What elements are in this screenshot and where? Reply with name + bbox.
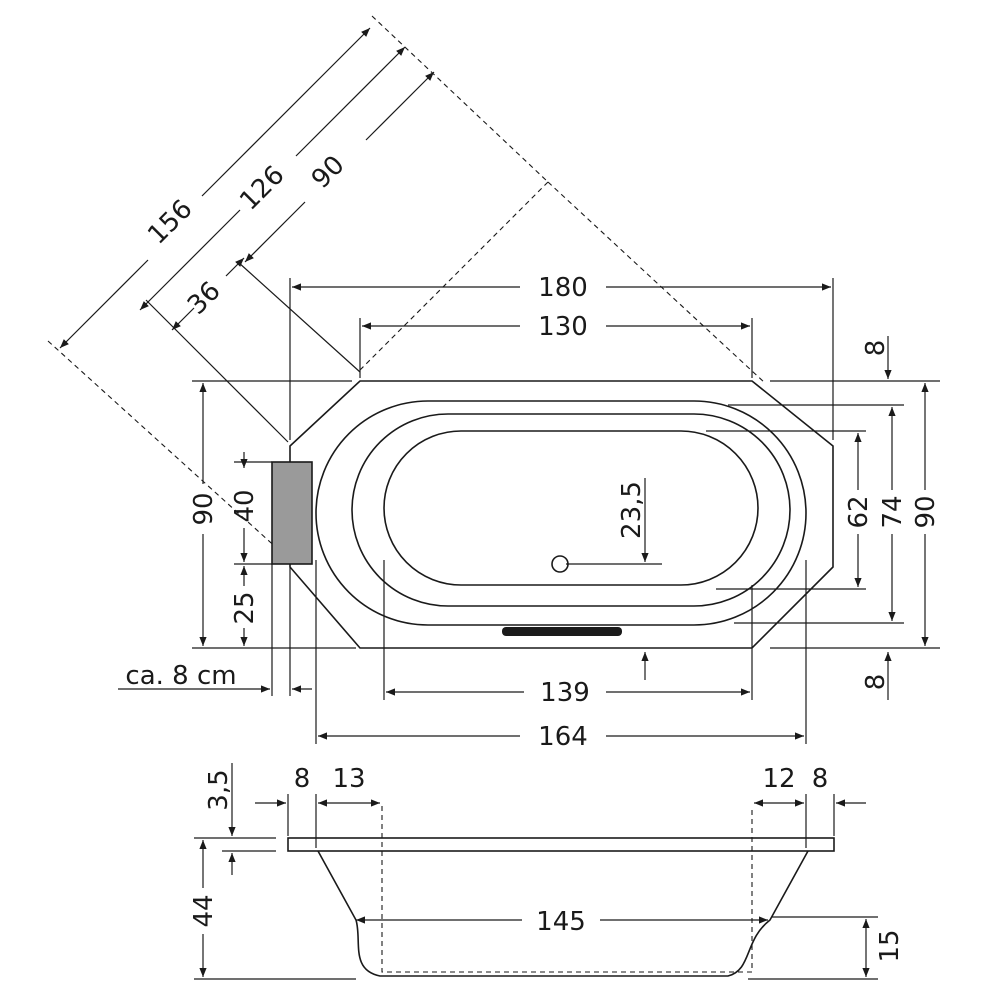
dim-13-label: 13 [332,764,365,794]
dim-126-label: 126 [234,160,290,216]
tub-rim-section [287,837,835,852]
headrest [271,461,313,565]
dim-74-label: 74 [878,495,908,528]
dim-12-label: 12 [762,764,795,794]
overflow-bar [502,627,622,636]
dim-15-label: 15 [875,929,905,962]
corner-dash-line [47,340,291,561]
inner-depth-dash [381,806,753,973]
diagonal-dimension-group: 156 126 90 36 [47,15,766,561]
corner-dash-line [547,181,766,384]
dim-8-bottom-label: 8 [861,674,891,691]
dim-126-line [295,46,406,157]
tub-rim-line [351,413,791,607]
side-view: 3,5 44 8 13 12 8 145 15 [189,763,905,980]
dim-90-diag-line [365,71,435,141]
dim-156-line [59,259,149,349]
dim-156-label: 156 [142,194,198,250]
corner-dash-line [357,181,549,373]
dim-156-line [201,27,371,197]
dim-62-label: 62 [844,495,874,528]
corner-dash-line [371,15,549,183]
tub-rim-line [315,400,807,626]
extension-line [237,261,361,373]
dim-130-label: 130 [538,312,588,342]
dim-36-line [225,257,245,277]
dim-3-5-label: 3,5 [204,769,234,810]
top-view: 180 130 90 40 25 ca. 8 cm 23,5 [118,273,941,752]
dim-8-sec-right-label: 8 [812,764,829,794]
dim-90-diag-label: 90 [306,150,351,195]
dim-36-line [171,307,195,331]
tub-body-section [317,850,809,977]
dim-ca8-label: ca. 8 cm [125,661,236,691]
dim-139-label: 139 [540,678,590,708]
dim-164-label: 164 [538,722,588,752]
dim-25-label: 25 [230,591,260,624]
extension-line [145,299,289,443]
dim-126-line [139,209,241,311]
dim-90-diag-line [244,201,306,263]
dim-90-left-label: 90 [189,492,219,525]
drain-icon [551,555,569,573]
dim-145-label: 145 [536,907,586,937]
dim-40-label: 40 [230,489,260,522]
dim-23-5-label: 23,5 [617,481,647,539]
dim-90-right-label: 90 [911,495,941,528]
tub-basin [383,430,759,586]
dim-8-top-label: 8 [861,340,891,357]
dim-44-label: 44 [189,894,219,927]
dim-180-label: 180 [538,273,588,303]
dim-8-sec-left-label: 8 [294,764,311,794]
